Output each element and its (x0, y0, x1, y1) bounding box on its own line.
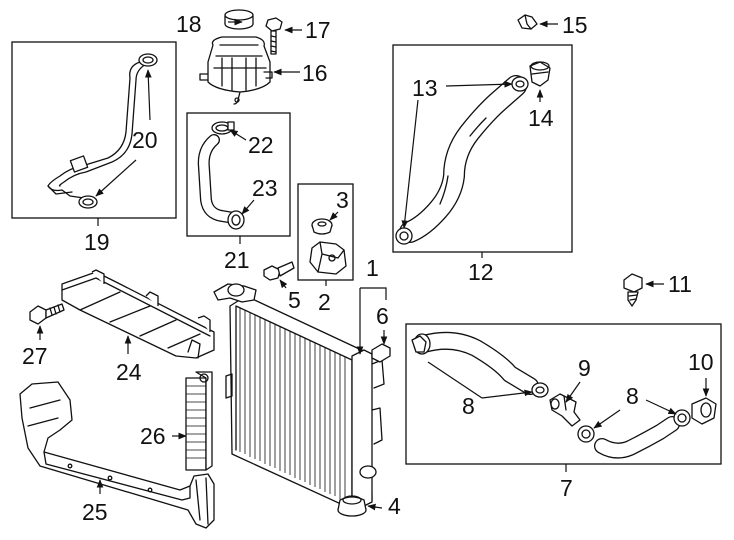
callout-8-right: 8 (626, 383, 639, 409)
lower-hose-right (594, 416, 680, 459)
coolant-reservoir-part (199, 36, 273, 105)
drain-plug-6-part (371, 343, 391, 363)
clip-15-part (517, 14, 538, 30)
hose-end-fitting (411, 333, 431, 355)
box-group-7 (405, 323, 722, 465)
hose-connector-10 (691, 397, 717, 425)
mount-bracket-2 (309, 241, 347, 275)
leader-3 (329, 211, 339, 221)
grommet-4-part (337, 495, 367, 517)
box-group-19 (11, 41, 177, 219)
callout-4: 4 (388, 493, 401, 519)
leader-22 (229, 129, 247, 141)
bolt-17-part (265, 17, 283, 55)
callout-24: 24 (116, 359, 142, 385)
callout-23: 23 (252, 175, 278, 201)
hose-clamp-20-top (138, 53, 158, 67)
leader-8-right (645, 399, 677, 415)
callout-20: 20 (132, 127, 158, 153)
hose-clamp-22 (211, 121, 235, 135)
callout-10: 10 (688, 349, 714, 375)
callout-9: 9 (578, 355, 591, 381)
leader-1-bracket (360, 287, 387, 300)
callout-1: 1 (366, 255, 379, 281)
leader-8-left (427, 361, 532, 398)
callout-5: 5 (288, 287, 301, 313)
callout-25: 25 (82, 499, 108, 525)
hose-clamp-8-left (531, 382, 549, 398)
air-guide-25-part (19, 381, 215, 529)
t-connector-9 (549, 393, 581, 427)
callout-7: 7 (560, 475, 573, 501)
hose-clamp-13-top (511, 76, 529, 92)
leader-20-bottom (95, 159, 137, 197)
callout-8-left: 8 (462, 393, 475, 419)
callout-16: 16 (302, 60, 328, 86)
hose-clamp-8-mid (577, 425, 595, 443)
callout-17: 17 (305, 17, 331, 43)
leader-8-mid (593, 409, 621, 429)
leader-5 (279, 279, 288, 289)
callout-19: 19 (84, 229, 110, 255)
bolt-11-part (623, 273, 643, 307)
hose-connector-14 (529, 61, 551, 87)
callout-14: 14 (528, 105, 554, 131)
upper-radiator-hose (399, 75, 527, 243)
callout-3: 3 (336, 187, 349, 213)
air-guide-24-part (61, 269, 215, 359)
small-hose-part (197, 134, 240, 224)
leader-13-bottom (401, 99, 419, 229)
hose-clamp-23 (227, 210, 245, 230)
reservoir-cap-part (224, 9, 254, 30)
bolt-5-part (263, 261, 295, 281)
leader-9 (565, 381, 581, 403)
lower-hose-left (415, 331, 539, 395)
callout-26: 26 (140, 423, 166, 449)
leader-20-top (144, 69, 152, 121)
box-group-21 (186, 112, 291, 237)
radiator-part (213, 283, 385, 511)
bolt-27-part (29, 303, 65, 325)
overflow-hose-part (47, 61, 147, 199)
leader-23 (241, 199, 255, 215)
side-seal-26-part (185, 371, 213, 471)
callout-18: 18 (176, 11, 202, 37)
mount-cap-3 (311, 218, 333, 235)
callout-27: 27 (22, 343, 48, 369)
callout-6: 6 (376, 303, 389, 329)
callout-12: 12 (468, 259, 494, 285)
hose-clamp-8-right (673, 409, 691, 427)
callout-21: 21 (224, 247, 250, 273)
hose-clamp-13-bottom (395, 227, 413, 245)
callout-22: 22 (248, 132, 274, 158)
callout-11: 11 (668, 271, 692, 297)
leader-4 (367, 503, 383, 511)
hose-clamp-20-bottom (78, 195, 98, 209)
leader-13-top (445, 80, 513, 88)
callout-2: 2 (318, 289, 331, 315)
callout-13: 13 (412, 75, 438, 101)
callout-15: 15 (562, 12, 588, 38)
